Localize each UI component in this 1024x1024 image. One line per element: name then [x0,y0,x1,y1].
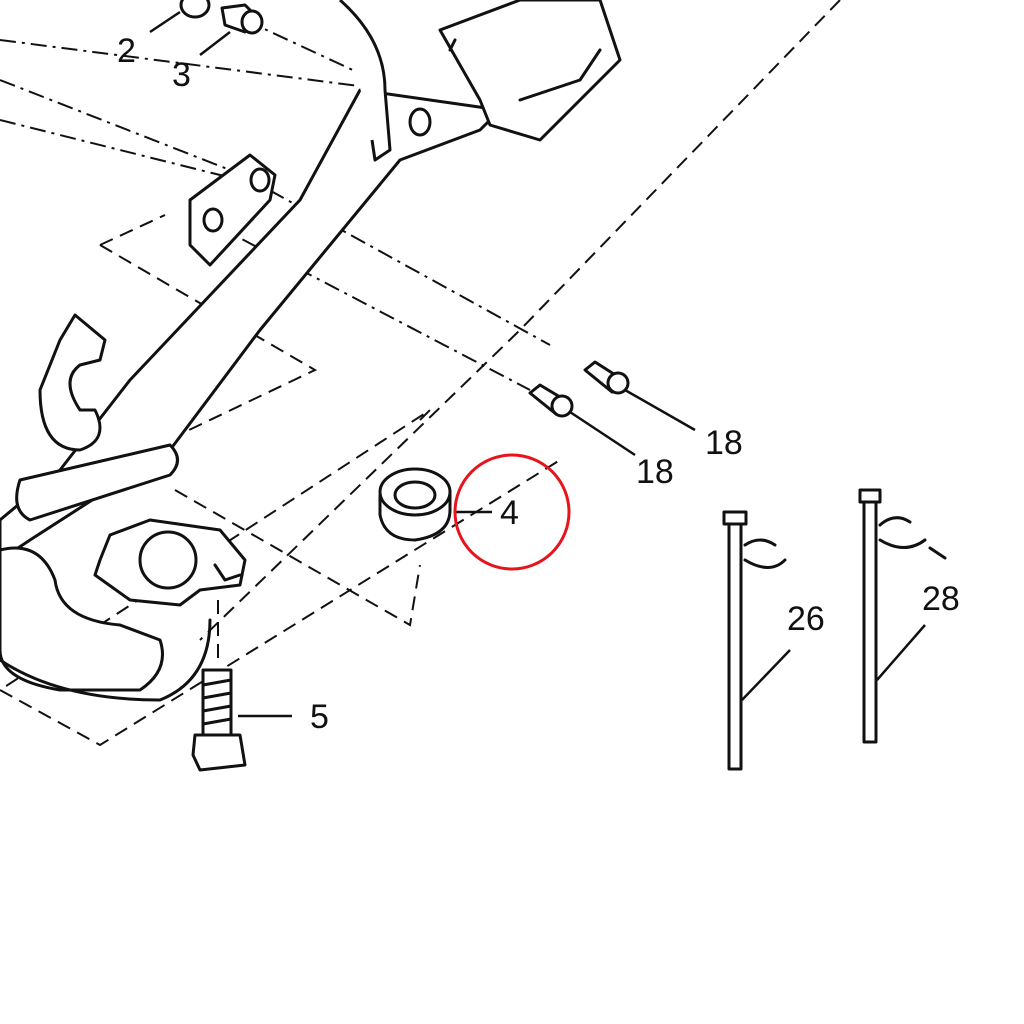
gasket-ring-part-4 [378,467,452,542]
callout-18a: 18 [705,424,743,462]
cable-tie-28 [858,488,947,744]
bolts-part-18 [528,360,630,418]
callout-28: 28 [922,580,960,618]
callout-26: 26 [787,600,825,638]
highlight-circle [453,453,571,571]
callout-5: 5 [310,698,329,736]
callout-18b: 18 [636,453,674,491]
flange [93,518,247,607]
exhaust-pipe [0,0,622,702]
callout-3: 3 [172,56,191,94]
small-parts-2-3 [179,0,264,35]
callout-2: 2 [117,32,136,70]
callout-4: 4 [500,494,519,532]
leader-lines [149,10,926,718]
bolt-part-5 [191,600,247,772]
cable-tie-26 [722,510,787,771]
